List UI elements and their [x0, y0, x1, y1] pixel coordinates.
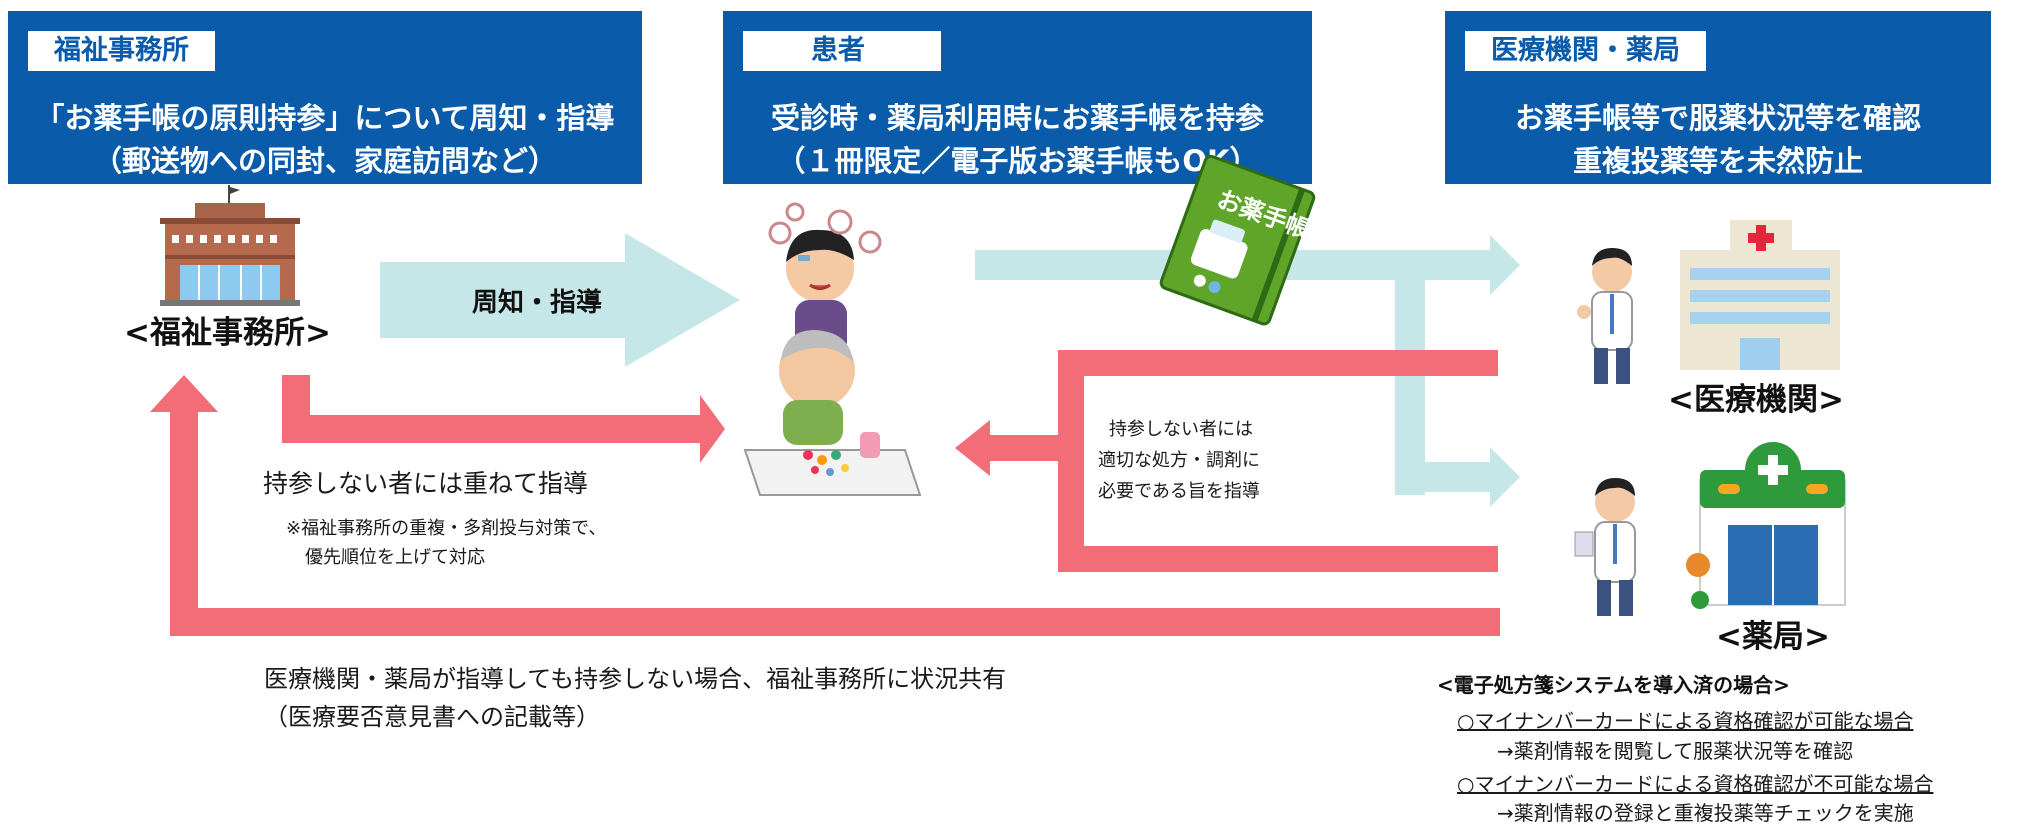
e-prescription-case-2: ○マイナンバーカードによる資格確認が不可能な場合: [1457, 772, 1934, 796]
priority-note-line-2: 優先順位を上げて対応: [305, 547, 485, 568]
share-text-line-1: 医療機関・薬局が指導しても持参しない場合、福祉事務所に状況共有: [264, 665, 1007, 693]
pharmacy-guidance-line-3: 必要である旨を指導: [1098, 481, 1260, 502]
inform-arrow: [380, 233, 740, 367]
priority-note-line-1: ※福祉事務所の重複・多剤投与対策で、: [286, 518, 607, 539]
pharmacy-icon: [1686, 442, 1846, 609]
inform-guide-label: 周知・指導: [472, 288, 603, 318]
share-text-line-2: （医療要否意見書への記載等）: [264, 703, 600, 731]
header-line-2: （郵送物への同封、家庭訪問など）: [92, 144, 557, 178]
pharmacy-guidance-line-1: 持参しない者には: [1109, 419, 1253, 440]
header-patient: 患者 受診時・薬局利用時にお薬手帳を持参 （１冊限定／電子版お薬手帳もOK）: [723, 11, 1312, 184]
e-prescription-case-2-action: →薬剤情報の登録と重複投薬等チェックを実施: [1497, 801, 1914, 825]
repeat-guidance-arrow: [282, 375, 725, 463]
header-tag: 福祉事務所: [28, 31, 215, 71]
medicine-notebook-icon: お薬手帳: [1159, 154, 1316, 326]
header-tag: 患者: [743, 31, 941, 71]
header-line-2: 重複投薬等を未然防止: [1572, 144, 1863, 178]
header-tag: 医療機関・薬局: [1465, 31, 1706, 71]
header-line-2: （１冊限定／電子版お薬手帳もOK）: [776, 144, 1259, 178]
medical-institution-label: <医療機関>: [1668, 382, 1844, 418]
pharmacy-label: <薬局>: [1716, 619, 1830, 655]
pharmacy-guidance-line-2: 適切な処方・調剤に: [1098, 450, 1260, 471]
header-medical-pharmacy: 医療機関・薬局 お薬手帳等で服薬状況等を確認 重複投薬等を未然防止: [1445, 11, 1991, 184]
doctor-icon: [1577, 248, 1633, 384]
header-line-1: お薬手帳等で服薬状況等を確認: [1514, 101, 1921, 135]
office-building-icon: [160, 185, 300, 306]
e-prescription-case-1: ○マイナンバーカードによる資格確認が可能な場合: [1457, 709, 1914, 733]
hospital-icon: [1680, 220, 1840, 370]
header-line-1: 「お薬手帳の原則持参」について周知・指導: [35, 101, 615, 135]
repeat-guidance-text: 持参しない者には重ねて指導: [263, 469, 589, 498]
share-arrow: [150, 375, 1500, 636]
e-prescription-case-1-action: →薬剤情報を閲覧して服薬状況等を確認: [1497, 739, 1854, 763]
patient-illustration-icon: [743, 202, 922, 496]
e-prescription-title: <電子処方箋システムを導入済の場合>: [1437, 673, 1790, 697]
header-welfare-office: 福祉事務所 「お薬手帳の原則持参」について周知・指導 （郵送物への同封、家庭訪問…: [8, 11, 642, 184]
header-line-1: 受診時・薬局利用時にお薬手帳を持参: [770, 101, 1264, 135]
welfare-office-label: <福祉事務所>: [124, 315, 331, 351]
pharmacy-guidance-arrow: [955, 350, 1498, 572]
pharmacist-icon: [1574, 478, 1636, 616]
